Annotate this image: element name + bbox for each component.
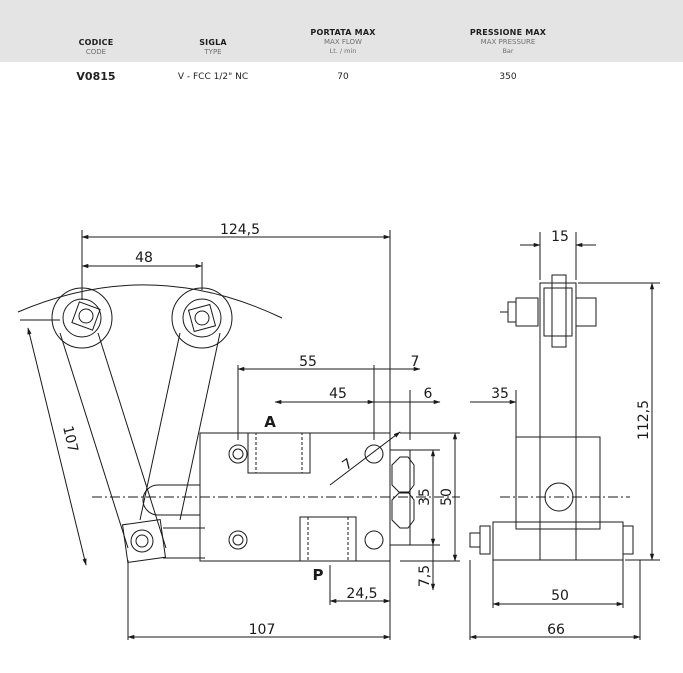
bottom-pivot [121, 484, 205, 564]
dim-side-50: 50 [551, 588, 569, 604]
dim-45: 45 [329, 386, 347, 402]
port-a-label: A [264, 413, 276, 431]
dim-line-107-diag [27, 327, 87, 566]
value-type: V - FCC 1/2" NC [177, 72, 249, 82]
dim-35: 35 [417, 488, 433, 506]
dim-124-5: 124,5 [220, 222, 260, 238]
value-flow: 70 [337, 72, 349, 82]
dim-7-5: 7,5 [417, 565, 433, 587]
spec-table-header: CODICE CODE SIGLA TYPE PORTATA MAX MAX F… [0, 0, 683, 62]
dim-107-diag: 107 [59, 424, 81, 454]
port-p-label: P [313, 566, 324, 584]
dim-line-7-diag [329, 431, 401, 486]
right-lever-arm [139, 287, 233, 521]
dim-107-bottom: 107 [249, 622, 276, 638]
side-view-valve [469, 274, 634, 561]
left-lever-arm [51, 287, 167, 549]
dim-side-112-5: 112,5 [636, 400, 652, 440]
header-code: CODICE CODE [78, 38, 114, 56]
dim-7-diag: 7 [339, 456, 355, 474]
dim-24-5: 24,5 [346, 586, 377, 602]
value-code: V0815 [76, 70, 116, 83]
dim-55: 55 [299, 354, 317, 370]
dim-50: 50 [439, 488, 455, 506]
header-type: SIGLA TYPE [199, 38, 227, 56]
dim-side-15: 15 [551, 229, 569, 245]
header-pressure: PRESSIONE MAX MAX PRESSURE Bar [469, 28, 547, 55]
dim-7-top: 7 [411, 354, 420, 370]
lever-sweep-arc [17, 284, 283, 319]
dim-6: 6 [424, 386, 433, 402]
value-pressure: 350 [499, 72, 517, 82]
dim-48: 48 [135, 250, 153, 266]
dim-side-35: 35 [491, 386, 509, 402]
dim-side-66: 66 [547, 622, 565, 638]
header-flow: PORTATA MAX MAX FLOW Lt. / min [310, 28, 376, 55]
